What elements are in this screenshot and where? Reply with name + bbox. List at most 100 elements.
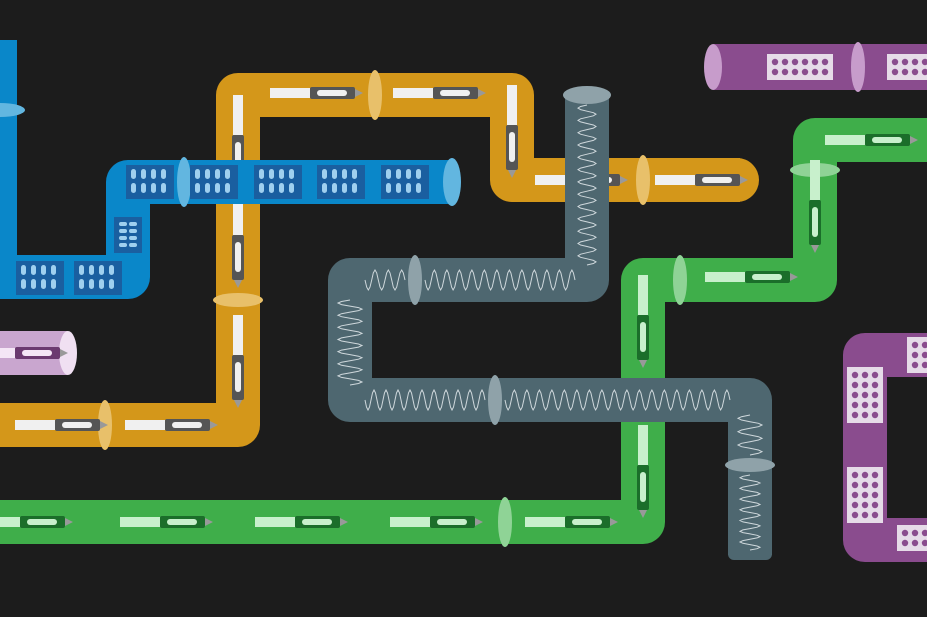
- pill: [891, 58, 899, 66]
- pill: [79, 279, 84, 289]
- insulin-pen-icon: [255, 516, 348, 528]
- pill: [259, 169, 264, 179]
- pill-blister-icon: [126, 165, 174, 199]
- pen-cap: [270, 88, 310, 98]
- pill: [161, 169, 166, 179]
- spring-coil-icon: [738, 474, 762, 551]
- insulin-pen-icon: [637, 425, 649, 518]
- pill: [269, 169, 274, 179]
- pill: [396, 169, 401, 179]
- insulin-pen-icon: [125, 419, 218, 431]
- pill: [31, 265, 36, 275]
- pill: [861, 491, 869, 499]
- pen-tip: [205, 518, 213, 526]
- pen-cap: [525, 517, 565, 527]
- pen-cap: [705, 272, 745, 282]
- pill: [195, 169, 200, 179]
- purple-pipe-opening: [704, 44, 722, 90]
- pipe-joint: [177, 157, 191, 207]
- pill: [871, 411, 879, 419]
- pen-tip: [620, 176, 628, 184]
- pill: [151, 169, 156, 179]
- pill-blister-icon: [887, 54, 927, 80]
- pen-tip: [639, 510, 647, 518]
- pill: [861, 411, 869, 419]
- pill: [871, 401, 879, 409]
- insulin-pen-icon: [232, 195, 244, 288]
- insulin-pen-icon: [637, 275, 649, 368]
- blister-card: [897, 525, 927, 551]
- insulin-pen-icon: [15, 419, 108, 431]
- pill: [781, 58, 789, 66]
- pill: [342, 169, 347, 179]
- pen-cap: [390, 517, 430, 527]
- pen-tip: [234, 280, 242, 288]
- pill: [791, 58, 799, 66]
- pipe-joint: [488, 375, 502, 425]
- insulin-pen-icon: [393, 87, 486, 99]
- spring-coil-icon: [576, 104, 598, 266]
- pill: [771, 68, 779, 76]
- pen-tip: [740, 176, 748, 184]
- pill-blister-icon: [114, 217, 142, 253]
- insulin-pen-icon: [825, 134, 918, 146]
- pen-window: [572, 519, 602, 525]
- pen-cap: [638, 275, 648, 315]
- pill: [851, 401, 859, 409]
- pen-cap: [825, 135, 865, 145]
- pen-cap: [535, 175, 575, 185]
- insulin-pen-icon: [0, 347, 68, 359]
- pen-tip: [478, 89, 486, 97]
- pen-window: [167, 519, 197, 525]
- pill: [861, 401, 869, 409]
- pill: [861, 511, 869, 519]
- pill: [332, 169, 337, 179]
- pipe-joint: [498, 497, 512, 547]
- pen-tip: [234, 400, 242, 408]
- pen-tip: [910, 136, 918, 144]
- pen-tip: [65, 518, 73, 526]
- pill: [891, 68, 899, 76]
- pill: [901, 68, 909, 76]
- pill: [129, 243, 137, 247]
- pill: [811, 68, 819, 76]
- pen-cap: [255, 517, 295, 527]
- pill: [215, 183, 220, 193]
- pen-window: [172, 422, 202, 428]
- pill: [851, 381, 859, 389]
- pill: [109, 279, 114, 289]
- pill: [871, 371, 879, 379]
- pill: [279, 183, 284, 193]
- pen-window: [640, 472, 646, 502]
- pen-window: [302, 519, 332, 525]
- pill: [89, 279, 94, 289]
- pen-cap: [0, 517, 20, 527]
- pen-tip: [639, 360, 647, 368]
- insulin-pen-icon: [506, 85, 518, 178]
- pill: [821, 58, 829, 66]
- pen-tip: [508, 170, 516, 178]
- pill: [791, 68, 799, 76]
- pill-blister-icon: [897, 525, 927, 551]
- pill: [141, 169, 146, 179]
- pill: [871, 391, 879, 399]
- pill: [861, 391, 869, 399]
- pill: [871, 501, 879, 509]
- pill: [921, 539, 927, 547]
- pen-window: [62, 422, 92, 428]
- pill: [861, 371, 869, 379]
- pill: [99, 265, 104, 275]
- pill: [851, 371, 859, 379]
- pen-tip: [355, 89, 363, 97]
- pen-window: [440, 90, 470, 96]
- pill: [225, 183, 230, 193]
- pill: [416, 169, 421, 179]
- pill: [51, 265, 56, 275]
- pen-window: [317, 90, 347, 96]
- pill: [871, 511, 879, 519]
- pill: [205, 183, 210, 193]
- pill: [861, 481, 869, 489]
- pill: [151, 183, 156, 193]
- pill: [811, 58, 819, 66]
